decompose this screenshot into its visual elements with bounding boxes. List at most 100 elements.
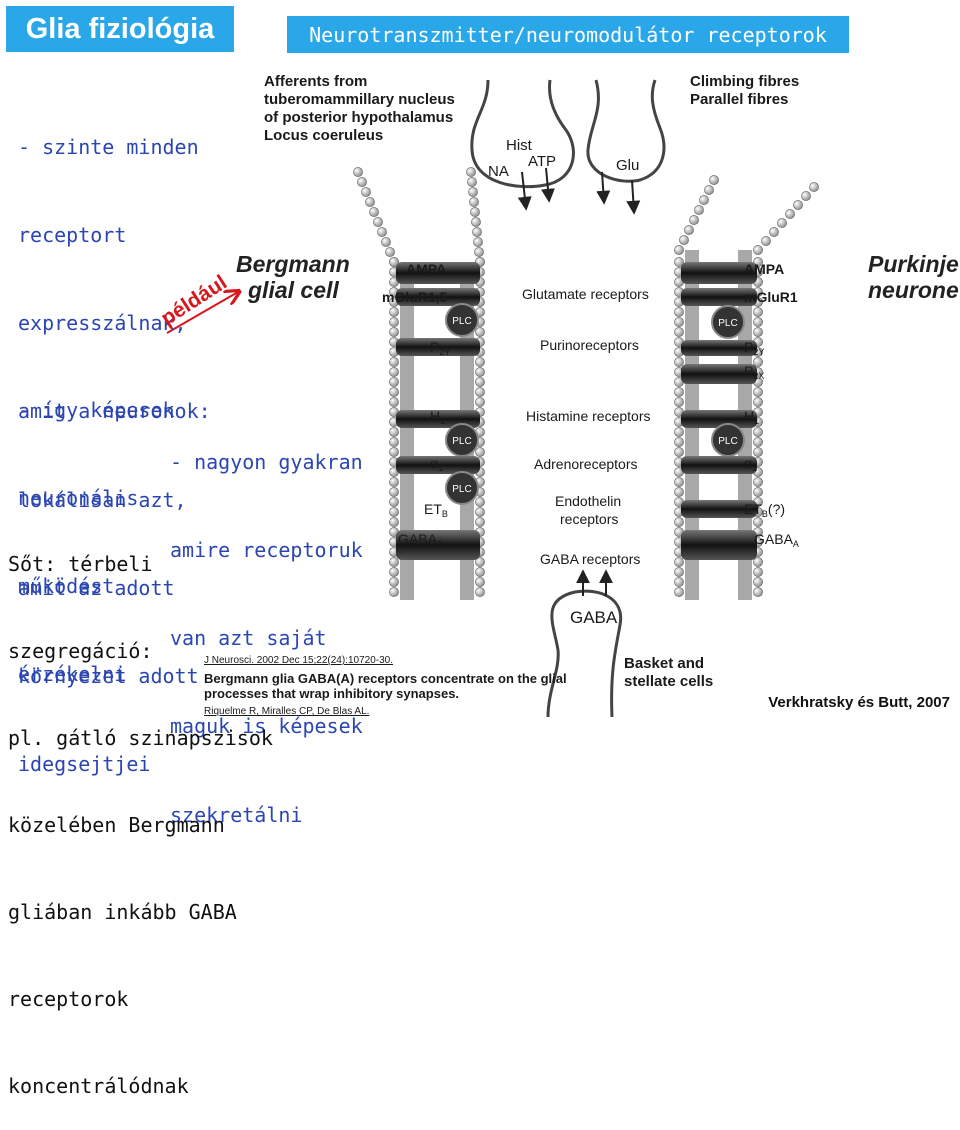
plc-label: PLC [452, 436, 471, 447]
lipid-head [389, 397, 399, 407]
left-gabaa: GABAA [398, 531, 443, 549]
lipid-head [389, 377, 399, 387]
left-mglur: mGluR1,5 [382, 289, 448, 305]
lipid-head [353, 167, 363, 177]
purinoreceptors-label: Purinoreceptors [540, 337, 639, 353]
text-line: - szinte minden [18, 134, 199, 159]
lipid-head [475, 447, 485, 457]
lipid-head [753, 397, 763, 407]
citation-title-2: processes that wrap inhibitory synapses. [204, 686, 459, 701]
lipid-head [674, 567, 684, 577]
lipid-head [389, 497, 399, 507]
lipid-head [674, 257, 684, 267]
text-line: expresszálnak, [18, 311, 187, 336]
section-banner: Neurotranszmitter/neuromodulátor recepto… [287, 16, 849, 53]
lipid-head [753, 517, 763, 527]
lipid-head [471, 217, 481, 227]
lipid-head [674, 245, 684, 255]
atp-label: ATP [528, 153, 556, 170]
receptor-protein [681, 456, 757, 474]
lipid-head [389, 507, 399, 517]
lipid-head [674, 577, 684, 587]
right-mglur: mGluR1 [744, 289, 798, 305]
gaba-receptors-label: GABA receptors [540, 551, 640, 567]
left-ampa: AMPA [406, 261, 446, 277]
left-alpha1: α1 [430, 455, 443, 473]
text-line: működést [18, 574, 115, 599]
lipid-head [684, 225, 694, 235]
lipid-head [761, 236, 771, 246]
lipid-head [674, 517, 684, 527]
lipid-head [769, 227, 779, 237]
lipid-head [793, 200, 803, 210]
lipid-head [475, 387, 485, 397]
text-line: érzékelni [18, 662, 127, 687]
lipid-head [389, 517, 399, 527]
lipid-head [475, 587, 485, 597]
plc-label: PLC [452, 484, 471, 495]
citation-authors[interactable]: Riquelme R, Miralles CP, De Blas AL. [204, 706, 369, 717]
text-line: - nagyon gyakran [170, 449, 363, 474]
lipid-head [809, 182, 819, 192]
left-p2y: P2Y [430, 339, 450, 357]
lipid-head [389, 367, 399, 377]
lipid-head [753, 557, 763, 567]
lipid-head [674, 477, 684, 487]
receptor-protein [396, 338, 480, 356]
lipid-head [753, 577, 763, 587]
lipid-head [674, 327, 684, 337]
lipid-head [389, 557, 399, 567]
bergmann-label-2: glial cell [247, 277, 339, 303]
endothelin-label-2: receptors [560, 511, 618, 527]
basket-line-1: Basket and [624, 655, 704, 672]
adrenoreceptors-label: Adrenoreceptors [534, 456, 638, 472]
text-line: koncentrálódnak [8, 1074, 189, 1098]
text-line: környezet adott [18, 664, 199, 689]
right-alpha1: α1 [744, 455, 757, 473]
endothelin-label-1: Endothelin [555, 493, 621, 509]
lipid-head [389, 487, 399, 497]
lipid-head [674, 427, 684, 437]
purkinje-label-2: neurone [868, 277, 959, 303]
lipid-head [475, 367, 485, 377]
text-line: gliában inkább GABA [8, 900, 237, 924]
lipid-head [674, 437, 684, 447]
lipid-head [475, 327, 485, 337]
basket-line-2: stellate cells [624, 673, 713, 690]
afferents-line-2: tuberomammillary nucleus [264, 91, 455, 108]
lipid-head [674, 397, 684, 407]
text-line: pl. gátló szinapszisok [8, 726, 273, 750]
lipid-head [377, 227, 387, 237]
text-line: Sőt: térbeli [8, 552, 153, 576]
lipid-head [470, 207, 480, 217]
right-p2x: P2X [744, 363, 764, 381]
text-line: amit az adott [18, 575, 175, 600]
na-label: NA [488, 163, 509, 180]
bergmann-label-1: Bergmann [236, 251, 350, 277]
lipid-head [753, 387, 763, 397]
text-block-sense-neuronal: - így képesek neuronális működést érzéke… [18, 337, 175, 719]
receptor-protein [396, 456, 480, 474]
lipid-head [674, 587, 684, 597]
lipid-head [474, 247, 484, 257]
lipid-head [699, 195, 709, 205]
gaba-terminal [546, 589, 623, 717]
lipid-head [389, 437, 399, 447]
lipid-head [369, 207, 379, 217]
lipid-head [472, 227, 482, 237]
lipid-head [389, 317, 399, 327]
lipid-head [679, 235, 689, 245]
glutamatergic-terminal [586, 79, 666, 183]
text-line: van azt saját [170, 626, 327, 651]
plc-label: PLC [718, 436, 737, 447]
text-line: szegregáció: [8, 639, 153, 663]
receptor-protein [396, 288, 480, 306]
lipid-head [389, 587, 399, 597]
citation-journal[interactable]: J Neurosci. 2002 Dec 15;22(24):10720-30. [204, 655, 393, 666]
right-p2y: P2Y [744, 339, 764, 357]
text-line: receptort [18, 223, 127, 248]
receptor-protein [681, 340, 757, 356]
right-h1: H1 [744, 408, 759, 426]
